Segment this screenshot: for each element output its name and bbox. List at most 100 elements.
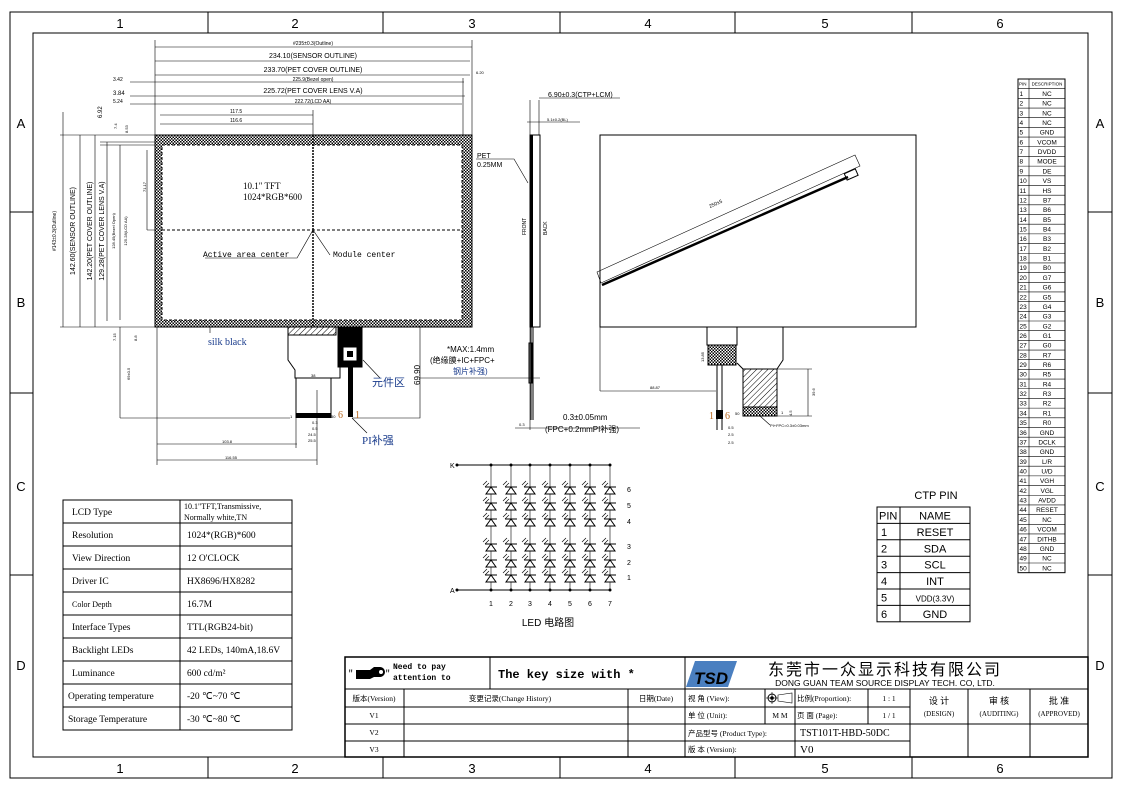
led-diode-icon [482, 512, 497, 527]
pin-number: 2 [1020, 101, 1024, 108]
max-thickness-note-2: (绝缘膜+IC+FPC+ [430, 355, 495, 365]
page-label: 页 面 (Page): [797, 711, 837, 720]
led-diode-icon [521, 553, 536, 568]
title-block: " " Need to pay attention to The key siz… [344, 656, 1089, 758]
pin-number: 37 [1020, 439, 1028, 446]
dim-bezel-open: 225.9(Bezel open) [293, 77, 334, 83]
zone-row-label: C [16, 479, 25, 494]
led-diode-icon [482, 553, 497, 568]
zone-column-label: 4 [644, 761, 651, 776]
pin-number: 26 [1020, 333, 1028, 340]
product-type-value: TST101T-HBD-50DC [800, 728, 890, 739]
led-diode-icon [541, 553, 556, 568]
back-label: BACK [543, 221, 549, 235]
led-diode-icon [601, 512, 616, 527]
dim-back-2-5a: 2.5 [728, 432, 734, 437]
led-diode-icon [521, 512, 536, 527]
pin-description: R6 [1043, 362, 1052, 369]
tsd-logo: TSD [686, 661, 737, 688]
fpc-pin-6-label: 6 [338, 410, 343, 421]
company-name-en: DONG GUAN TEAM SOURCE DISPLAY TECH. CO, … [775, 678, 995, 688]
pin-number: 40 [1020, 469, 1028, 476]
pin-number: 50 [1020, 565, 1028, 572]
pin-description: R0 [1043, 420, 1052, 427]
spec-label: LCD Type [72, 508, 112, 518]
pin-description: G4 [1043, 304, 1052, 311]
pin-description: GND [1040, 546, 1055, 553]
pin-description: DCLK [1038, 439, 1056, 446]
pin-description: G6 [1043, 285, 1052, 292]
zone-column-label: 3 [468, 16, 475, 31]
ctp-pin-number: 6 [881, 609, 887, 621]
pin-description: B6 [1043, 207, 1051, 214]
unit-value: M M [772, 711, 788, 720]
pin-description: B1 [1043, 256, 1051, 263]
pin-number: 16 [1020, 236, 1028, 243]
pi-stiffener-label: PI补强 [362, 434, 394, 447]
fpc-pin-50-label: 50 [331, 414, 336, 419]
approved-label-cn: 批 准 [1049, 695, 1069, 706]
pin-description: R1 [1043, 410, 1052, 417]
led-diode-icon [601, 496, 616, 511]
auditing-label-cn: 审 核 [989, 695, 1009, 706]
panel-resolution-label: 1024*RGB*600 [243, 192, 303, 202]
pin-number: 6 [1020, 139, 1024, 146]
spec-label: Driver IC [72, 577, 109, 587]
dim-38: 38 [311, 373, 316, 378]
side-view: 6.90±0.3(CTP+LCM) 5.1±0.2(BL) PET 0.25MM… [420, 92, 640, 434]
led-diode-icon [502, 496, 517, 511]
module-center-label: Module center [333, 251, 396, 260]
back-pin-50-label: 50 [735, 411, 740, 416]
pin-number: 34 [1020, 410, 1028, 417]
pin-description: G5 [1043, 294, 1052, 301]
led-row-label: 3 [627, 544, 631, 551]
cable-length-label: 250±5 [708, 199, 723, 210]
ctp-pin-number: 5 [881, 593, 887, 605]
ctp-pin-name: SDA [924, 543, 947, 555]
dim-8-53: 8.53 [124, 124, 129, 133]
side-bl-thickness-label: 5.1±0.2(BL) [547, 117, 569, 122]
pin-number: 35 [1020, 420, 1028, 427]
pin-description: AVDD [1038, 498, 1056, 505]
dim-13-85: 13.85 [700, 351, 705, 362]
pin-description: G0 [1043, 343, 1052, 350]
pin-row: 41 VGH [1020, 478, 1055, 485]
pin-number: 45 [1020, 517, 1028, 524]
led-row-label: 1 [627, 575, 631, 582]
led-diode-icon [502, 512, 517, 527]
fpc-note-label: (FPC+0.2mmPI补强) [545, 424, 619, 434]
pin-description: VGH [1040, 478, 1054, 485]
led-diode-icon [581, 480, 596, 495]
pin-number: 41 [1020, 478, 1028, 485]
dim-117-5: 117.5 [230, 109, 242, 115]
version-value: V0 [800, 744, 814, 756]
dim-outline-height: #143±0.3(Outline) [52, 211, 58, 251]
dim-pet-cover-lens-va: 225.72(PET COVER LENS V.A) [263, 88, 362, 95]
pin-description: U/D [1041, 469, 1053, 476]
led-diode-icon [581, 496, 596, 511]
active-area-center-label: Active area center [203, 251, 290, 260]
spec-value: -20 ℃~70 ℃ [187, 692, 241, 702]
led-column-label: 3 [528, 601, 532, 608]
pin-number: 27 [1020, 343, 1028, 350]
pin-number: 30 [1020, 372, 1028, 379]
dim-4-5: 4.5 [788, 410, 793, 416]
pin-number: 22 [1020, 294, 1028, 301]
pin-description: NC [1042, 101, 1052, 108]
dim-88-87: 88.87 [650, 385, 661, 390]
pin-number: 20 [1020, 275, 1028, 282]
fpc-pin-first-label: 1 [290, 414, 293, 419]
